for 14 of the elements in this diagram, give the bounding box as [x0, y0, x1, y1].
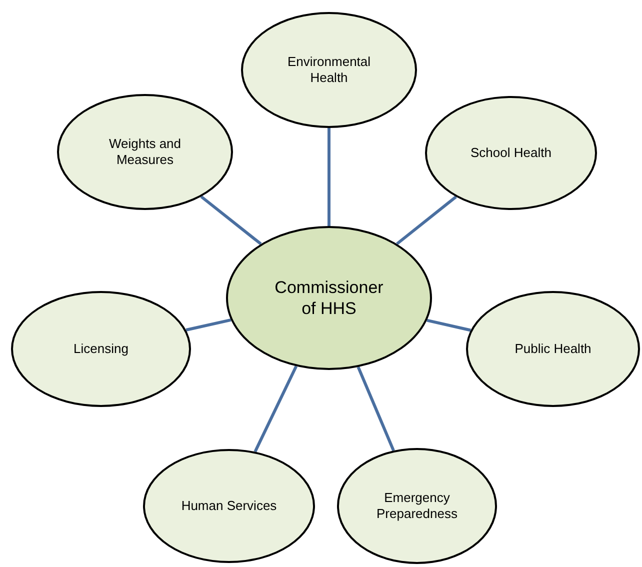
connector-line	[200, 195, 262, 246]
connector-line	[426, 318, 471, 332]
topic-label: Human Services	[181, 498, 277, 514]
connector-line	[356, 366, 395, 452]
topic-label: Commissioner of HHS	[274, 276, 384, 320]
topic-label: Public Health	[514, 340, 592, 358]
connector-line	[396, 196, 457, 246]
topic-label: Weights and Measures	[108, 136, 182, 168]
connector-line	[186, 318, 232, 332]
connector-line	[328, 128, 330, 226]
topic-label: Emergency Preparedness	[376, 490, 458, 522]
topic-label: Licensing	[74, 340, 128, 358]
topic-label: Environmental Health	[286, 54, 372, 86]
topic-label: School Health	[470, 144, 552, 162]
